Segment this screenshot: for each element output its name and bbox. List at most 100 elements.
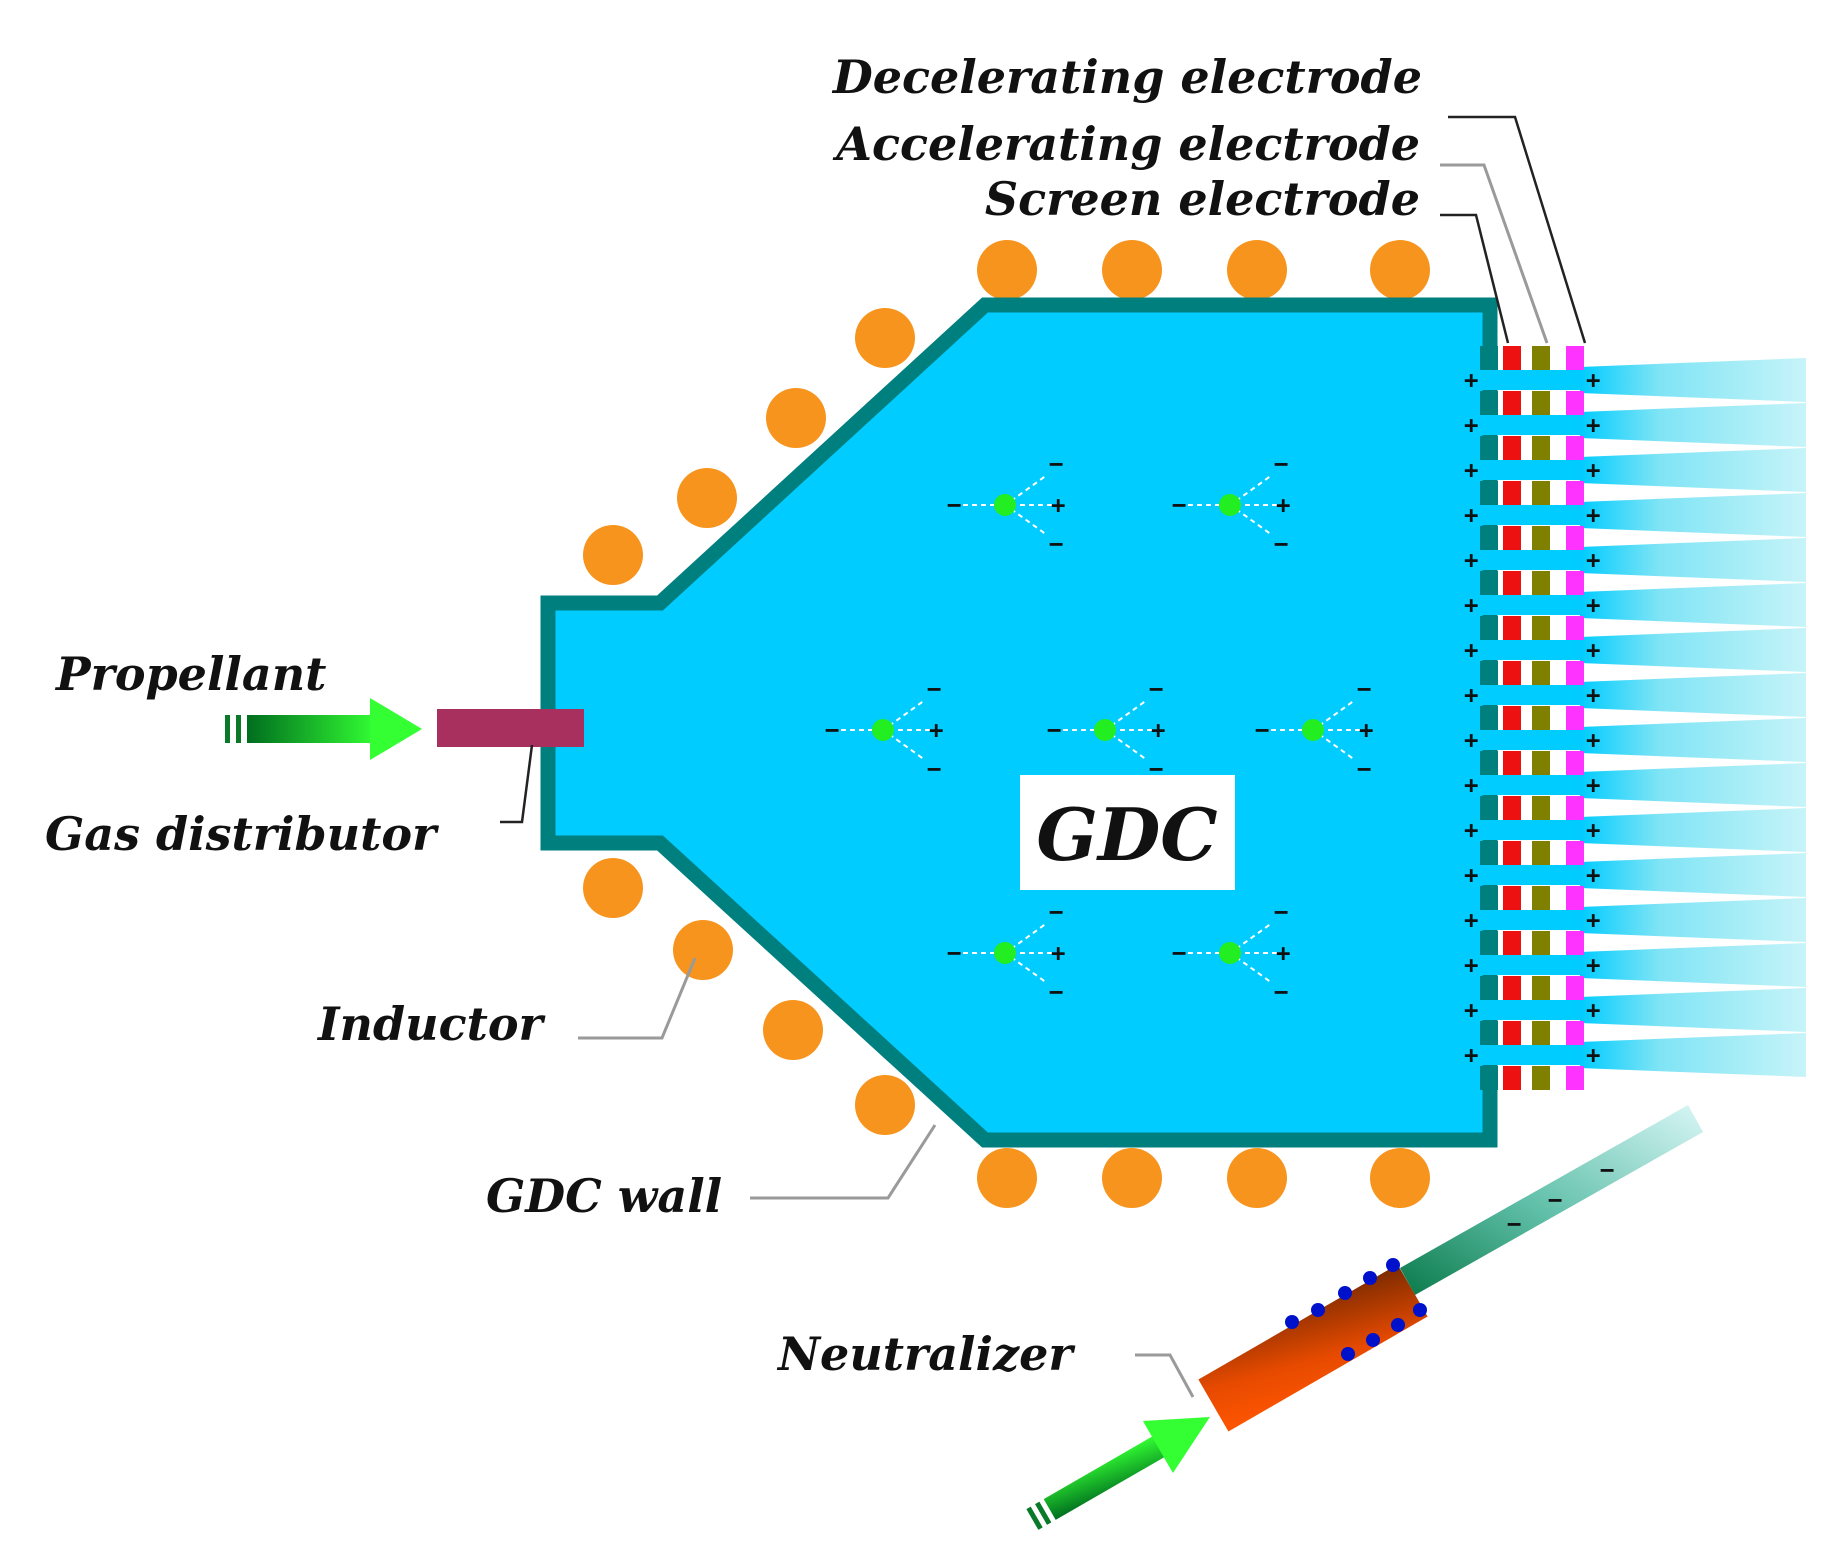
ion-beamlet <box>1580 538 1806 582</box>
minus-sign: − <box>1049 530 1063 558</box>
accelerating-electrode-segment <box>1532 886 1550 910</box>
grid-bar-wall <box>1480 1066 1498 1090</box>
ion-trail <box>1318 733 1356 761</box>
accelerating-electrode-segment <box>1532 571 1550 595</box>
grid-bar-wall <box>1480 841 1498 865</box>
grid-bar-wall <box>1480 526 1498 550</box>
grid-bar-wall <box>1480 976 1498 1000</box>
plus-sign: + <box>1586 636 1600 664</box>
ion-trail <box>1110 733 1148 761</box>
inductor-coil <box>673 920 733 980</box>
inductor-coil <box>977 240 1037 300</box>
plus-sign: + <box>1051 491 1065 519</box>
plus-sign: + <box>929 716 943 744</box>
minus-sign: − <box>947 491 961 519</box>
inductor-coil <box>763 1000 823 1060</box>
ion-group: −−−+ <box>1172 450 1290 558</box>
inductor-coil <box>677 468 737 528</box>
grid-aperture <box>1480 640 1580 660</box>
accelerating-electrode-segment <box>1532 976 1550 1000</box>
grid-aperture <box>1480 370 1580 390</box>
grid-aperture <box>1480 820 1580 840</box>
plus-sign: + <box>1586 591 1600 619</box>
green-ion-dot-icon <box>872 719 894 741</box>
accelerating-electrode-segment <box>1532 661 1550 685</box>
grid-bar-wall <box>1480 931 1498 955</box>
inductor-coil <box>1227 1148 1287 1208</box>
ions: −−−+−−−+−−−+−−−+−−−+−−−+−−−+ <box>825 450 1373 1006</box>
electron-sign: − <box>1600 1156 1614 1184</box>
ion-group: −−−+ <box>1047 675 1165 783</box>
screen-electrode-segment <box>1503 571 1521 595</box>
plus-sign: + <box>1586 681 1600 709</box>
grid-bar-wall <box>1480 346 1498 370</box>
grid-aperture <box>1480 550 1580 570</box>
grid-bar-wall <box>1480 751 1498 775</box>
ion-beamlet <box>1580 808 1806 852</box>
ion-beamlet <box>1580 583 1806 627</box>
minus-sign: − <box>1049 978 1063 1006</box>
screen-electrode-segment <box>1503 526 1521 550</box>
green-ion-dot-icon <box>1219 942 1241 964</box>
screen-electrode-segment <box>1503 796 1521 820</box>
screen-electrode-segment <box>1503 391 1521 415</box>
minus-sign: − <box>1357 675 1371 703</box>
screen-electrode-segment <box>1503 1021 1521 1045</box>
plus-sign: + <box>1586 501 1600 529</box>
plus-sign: + <box>1586 546 1600 574</box>
minus-sign: − <box>1172 939 1186 967</box>
inductor-coil <box>1102 1148 1162 1208</box>
plus-sign: + <box>1586 456 1600 484</box>
decelerating-electrode-segment <box>1566 481 1584 505</box>
plus-sign: + <box>1464 681 1478 709</box>
green-arrow-diagonal-icon <box>1026 1417 1210 1530</box>
label-accelerating-electrode: Accelerating electrode <box>832 117 1420 171</box>
ion-beamlet <box>1580 628 1806 672</box>
inductor-coil <box>977 1148 1037 1208</box>
electron-sign: − <box>1548 1186 1562 1214</box>
grid-aperture <box>1480 730 1580 750</box>
neutralizer-coil-dot <box>1413 1303 1427 1317</box>
ion-group: −−−+ <box>1172 898 1290 1006</box>
screen-electrode-segment <box>1503 481 1521 505</box>
inductor-coils <box>583 240 1430 1208</box>
leader-gdc-wall <box>750 1124 937 1200</box>
leader-gas-distributor <box>500 744 534 824</box>
plus-sign: + <box>1464 1041 1478 1069</box>
inductor-coil <box>1370 240 1430 300</box>
grid-aperture <box>1480 955 1580 975</box>
grid-bar-wall <box>1480 706 1498 730</box>
decelerating-electrode-segment <box>1566 706 1584 730</box>
minus-sign: − <box>1049 898 1063 926</box>
plus-sign: + <box>1276 939 1290 967</box>
plus-sign: + <box>1464 411 1478 439</box>
plus-sign: + <box>1586 1041 1600 1069</box>
screen-electrode-segment <box>1503 751 1521 775</box>
ion-beamlet <box>1580 853 1806 897</box>
accelerating-electrode-segment <box>1532 346 1550 370</box>
screen-electrode-segment <box>1503 616 1521 640</box>
plus-sign: + <box>1586 951 1600 979</box>
label-gdc-wall: GDC wall <box>486 1169 722 1223</box>
grid-aperture <box>1480 1045 1580 1065</box>
minus-sign: − <box>1255 716 1269 744</box>
inductor-coil <box>1227 240 1287 300</box>
plus-sign: + <box>1464 366 1478 394</box>
screen-electrode-segment <box>1503 706 1521 730</box>
accelerating-electrode-segment <box>1532 751 1550 775</box>
neutralizer-coil-dots <box>1285 1258 1427 1361</box>
accelerating-electrode-segment <box>1532 841 1550 865</box>
leader-screen <box>1440 213 1510 344</box>
plus-sign: + <box>1464 501 1478 529</box>
grid-aperture <box>1480 595 1580 615</box>
grid-aperture <box>1480 460 1580 480</box>
grid-bar-wall <box>1480 1021 1498 1045</box>
ion-beamlet <box>1580 673 1806 717</box>
accelerating-electrode-segment <box>1532 616 1550 640</box>
ion-trail <box>1235 474 1273 502</box>
label-neutralizer: Neutralizer <box>776 1327 1076 1381</box>
ion-trail <box>1010 474 1048 502</box>
plus-sign: + <box>1464 861 1478 889</box>
neutralizer-coil-dot <box>1285 1315 1299 1329</box>
ion-trail <box>1318 699 1356 727</box>
